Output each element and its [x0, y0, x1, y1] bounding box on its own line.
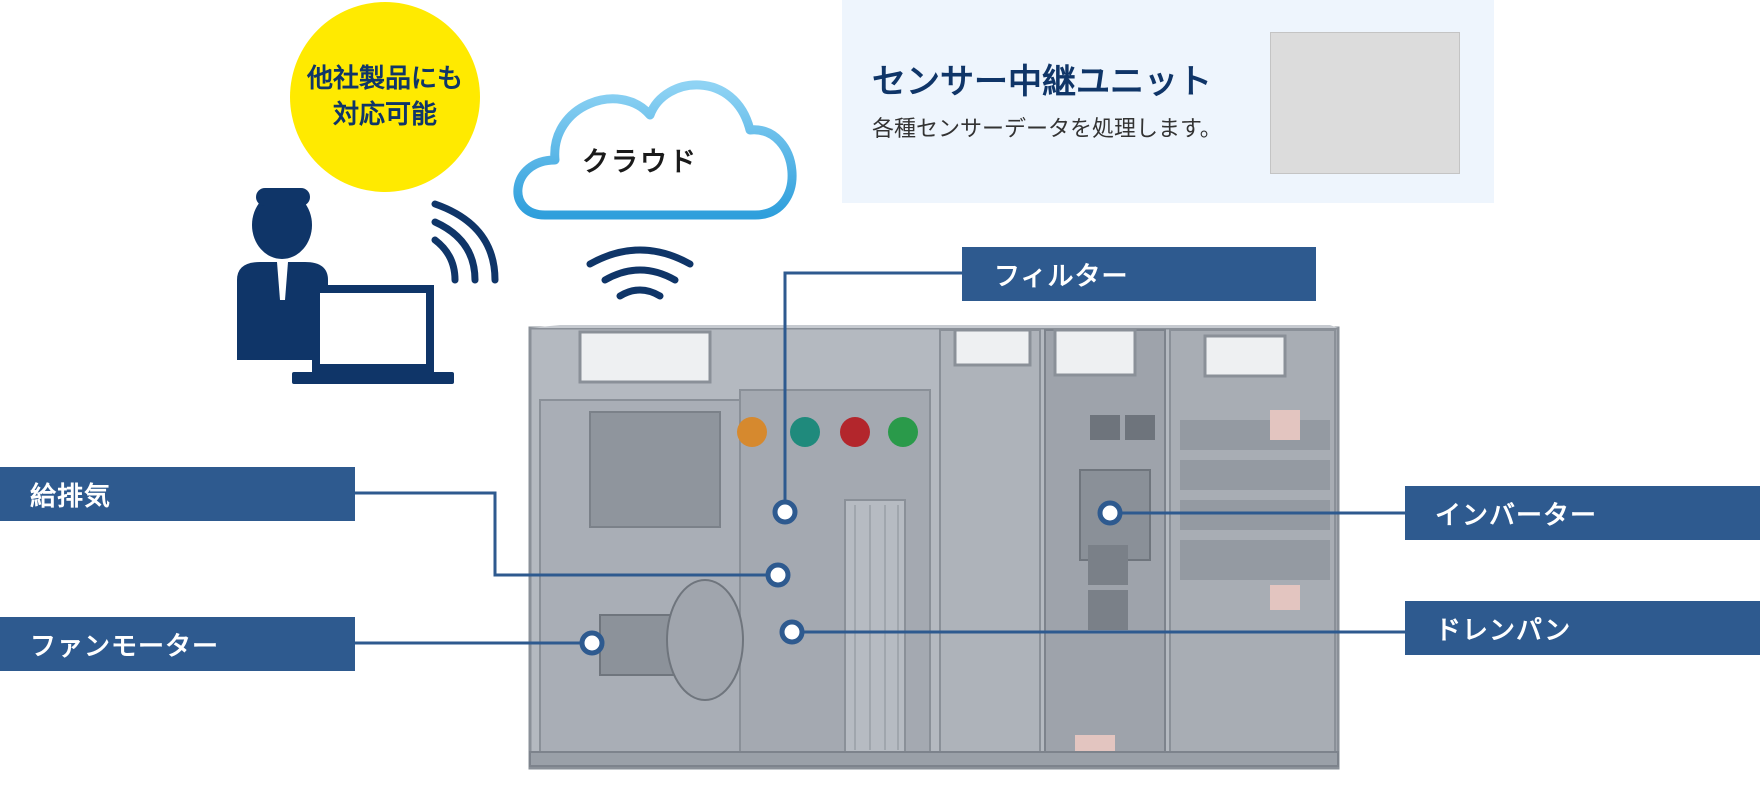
- compatibility-badge: 他社製品にも 対応可能: [290, 2, 480, 192]
- label-inverter: インバーター: [1405, 486, 1760, 540]
- filter-pointer: [772, 499, 798, 525]
- sensor-title: センサー中継ユニット: [872, 62, 1212, 102]
- label-fan-motor: ファンモーター: [0, 617, 355, 671]
- cloud-label: クラウド: [582, 147, 698, 178]
- person-laptop-icon: [237, 188, 454, 384]
- badge-line-2: 対応可能: [332, 100, 437, 130]
- wifi-signal-icon: [431, 200, 499, 284]
- sensor-board-photo: [1270, 32, 1460, 174]
- label-filter: フィルター: [962, 247, 1316, 301]
- sensor-description: 各種センサーデータを処理します。: [872, 117, 1222, 142]
- cloud-icon: [513, 80, 797, 220]
- leader-lines: [355, 271, 1405, 645]
- label-drain-pan: ドレンパン: [1405, 601, 1760, 655]
- air-handling-unit: [528, 325, 1340, 770]
- fan-motor-pointer: [579, 630, 605, 656]
- inverter-pointer: [1097, 500, 1123, 526]
- drain-pan-pointer: [779, 619, 805, 645]
- wifi-signal-icon: [586, 246, 694, 300]
- label-exhaust: 給排気: [0, 467, 355, 521]
- exhaust-pointer: [765, 562, 791, 588]
- badge-line-1: 他社製品にも: [306, 64, 463, 94]
